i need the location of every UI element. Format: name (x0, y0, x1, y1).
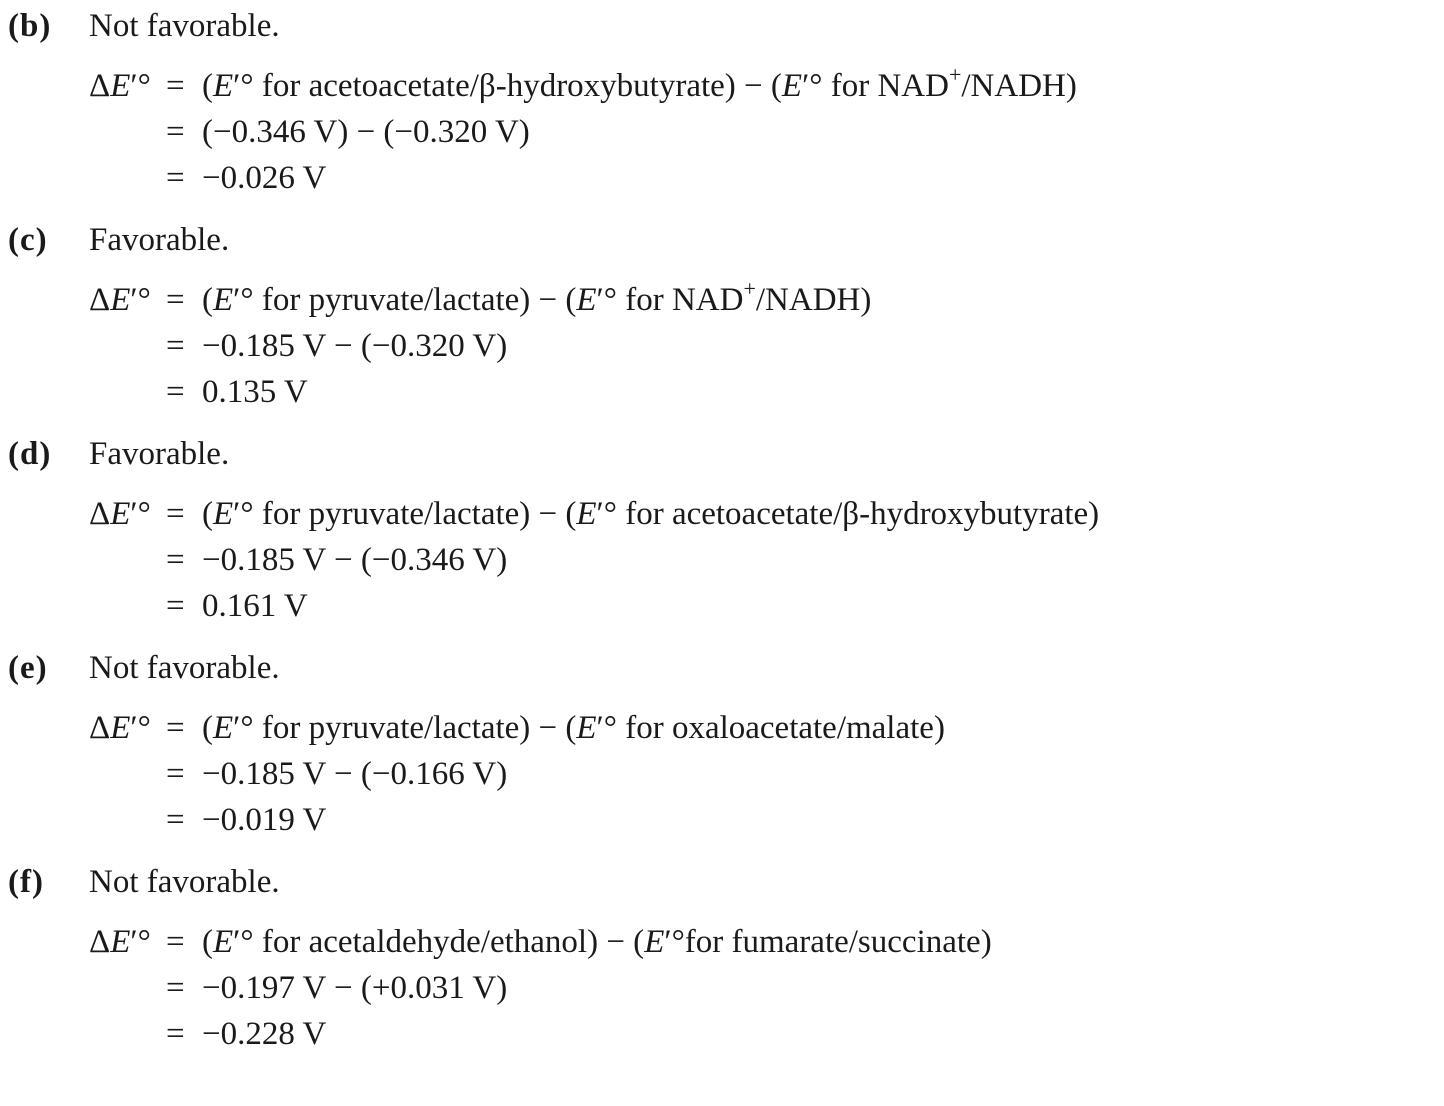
equation-line: = −0.185 V − (−0.166 V) (0, 756, 1444, 796)
equals-sign: = (166, 588, 185, 624)
equals-sign: = (166, 542, 185, 578)
equation-line: ΔE′° = (E′° for acetaldehyde/ethanol) − … (0, 924, 1444, 964)
equals-sign: = (166, 756, 185, 792)
equation-line: ΔE′° = (E′° for acetoacetate/β-hydroxybu… (0, 62, 1444, 108)
part-label: (c) (8, 222, 48, 258)
equation-line: = −0.026 V (0, 160, 1444, 200)
equals-sign: = (166, 328, 185, 364)
equation-line: = −0.185 V − (−0.320 V) (0, 328, 1444, 368)
part-verdict: Not favorable. (89, 8, 280, 44)
equation-rhs: 0.135 V (202, 374, 308, 410)
equation-rhs: 0.161 V (202, 588, 308, 624)
part-label: (f) (8, 864, 44, 900)
equation-rhs: −0.026 V (202, 160, 327, 196)
part-c: (c) Favorable. ΔE′° = (E′° for pyruvate/… (0, 222, 1444, 410)
equation-line: ΔE′° = (E′° for pyruvate/lactate) − (E′°… (0, 276, 1444, 322)
equation-line: = −0.019 V (0, 802, 1444, 842)
equation-rhs: (−0.346 V) − (−0.320 V) (202, 114, 530, 150)
equals-sign: = (166, 374, 185, 410)
equation-rhs: (E′° for pyruvate/lactate) − (E′° for NA… (202, 276, 872, 319)
equals-sign: = (166, 924, 185, 960)
part-label: (e) (8, 650, 48, 686)
part-b: (b) Not favorable. ΔE′° = (E′° for aceto… (0, 8, 1444, 196)
equation-line: = 0.135 V (0, 374, 1444, 414)
part-label: (d) (8, 436, 52, 472)
equation-rhs: (E′° for acetoacetate/β-hydroxybutyrate)… (202, 62, 1077, 105)
part-d: (d) Favorable. ΔE′° = (E′° for pyruvate/… (0, 436, 1444, 624)
part-f: (f) Not favorable. ΔE′° = (E′° for aceta… (0, 864, 1444, 1052)
equation-rhs: (E′° for acetaldehyde/ethanol) − (E′°for… (202, 924, 992, 960)
part-verdict: Favorable. (89, 222, 230, 258)
equals-sign: = (166, 710, 185, 746)
equation-rhs: −0.185 V − (−0.166 V) (202, 756, 508, 792)
equation-line: ΔE′° = (E′° for pyruvate/lactate) − (E′°… (0, 496, 1444, 536)
equation-rhs: −0.228 V (202, 1016, 327, 1052)
part-verdict: Not favorable. (89, 650, 280, 686)
equals-sign: = (166, 114, 185, 150)
equals-sign: = (166, 970, 185, 1006)
equation-lhs: ΔE′° (89, 710, 151, 746)
equation-lhs: ΔE′° (89, 68, 151, 104)
equation-rhs: (E′° for pyruvate/lactate) − (E′° for ac… (202, 496, 1100, 532)
equation-line: = (−0.346 V) − (−0.320 V) (0, 114, 1444, 154)
equation-rhs: −0.197 V − (+0.031 V) (202, 970, 508, 1006)
equation-rhs: −0.185 V − (−0.320 V) (202, 328, 508, 364)
equation-rhs: −0.185 V − (−0.346 V) (202, 542, 508, 578)
equation-lhs: ΔE′° (89, 924, 151, 960)
part-label: (b) (8, 8, 52, 44)
part-verdict: Not favorable. (89, 864, 280, 900)
equation-line: = −0.228 V (0, 1016, 1444, 1056)
equation-rhs: (E′° for pyruvate/lactate) − (E′° for ox… (202, 710, 945, 746)
equation-lhs: ΔE′° (89, 496, 151, 532)
part-verdict: Favorable. (89, 436, 230, 472)
equals-sign: = (166, 282, 185, 318)
equation-line: = −0.185 V − (−0.346 V) (0, 542, 1444, 582)
equals-sign: = (166, 802, 185, 838)
equation-line: = −0.197 V − (+0.031 V) (0, 970, 1444, 1010)
equation-lhs: ΔE′° (89, 282, 151, 318)
equals-sign: = (166, 68, 185, 104)
equation-rhs: −0.019 V (202, 802, 327, 838)
equals-sign: = (166, 1016, 185, 1052)
equation-line: = 0.161 V (0, 588, 1444, 628)
equation-line: ΔE′° = (E′° for pyruvate/lactate) − (E′°… (0, 710, 1444, 750)
part-e: (e) Not favorable. ΔE′° = (E′° for pyruv… (0, 650, 1444, 838)
equals-sign: = (166, 160, 185, 196)
equals-sign: = (166, 496, 185, 532)
